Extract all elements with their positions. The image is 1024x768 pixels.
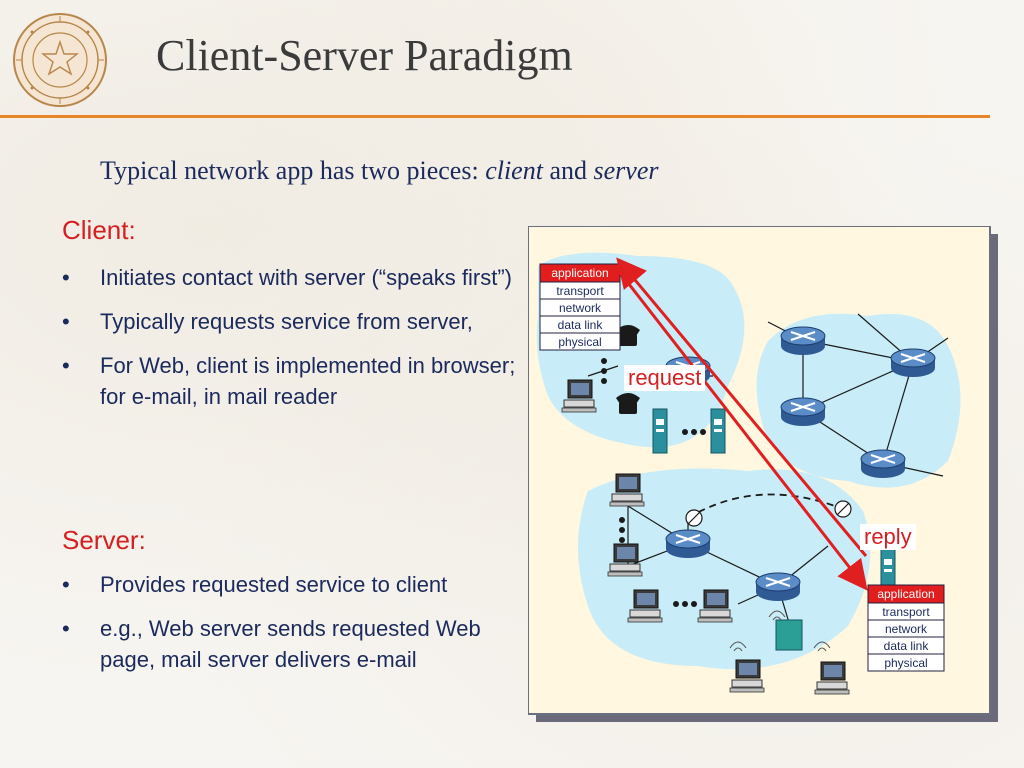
client-heading: Client: <box>62 215 136 245</box>
server-stack-layer: transport <box>882 605 930 619</box>
server-bullet-list: Provides requested service to client e.g… <box>62 569 532 688</box>
request-label: request <box>624 365 706 391</box>
network-diagram: application transport network data link … <box>528 226 998 722</box>
request-arrow <box>616 269 868 591</box>
client-stack-layer: physical <box>558 335 601 349</box>
client-stack-layer: network <box>559 301 602 315</box>
server-protocol-stack: application transport network data link … <box>867 584 945 672</box>
server-stack-layer: physical <box>884 656 927 670</box>
server-stack-layer: application <box>877 587 934 601</box>
reply-arrow <box>616 257 868 557</box>
server-stack-layer: data link <box>884 639 930 653</box>
client-bullet: Initiates contact with server (“speaks f… <box>62 262 532 293</box>
subtitle-client-word: client <box>485 156 543 185</box>
client-stack-layer: application <box>551 266 608 280</box>
subtitle: Typical network app has two pieces: clie… <box>100 156 658 186</box>
server-bullet: Provides requested service to client <box>62 569 532 600</box>
client-bullet: Typically requests service from server, <box>62 306 532 337</box>
subtitle-lead: Typical network app has two pieces: <box>100 156 486 185</box>
client-protocol-stack: application transport network data link … <box>539 263 621 351</box>
university-seal-icon <box>13 13 107 107</box>
client-stack-layer: transport <box>556 284 604 298</box>
subtitle-server-word: server <box>593 156 659 185</box>
reply-label: reply <box>860 524 916 550</box>
server-stack-layer: network <box>885 622 928 636</box>
server-heading: Server: <box>62 525 146 555</box>
server-bullet: e.g., Web server sends requested Web pag… <box>62 613 532 675</box>
subtitle-and: and <box>542 156 594 185</box>
title-divider <box>0 115 990 118</box>
client-bullet-list: Initiates contact with server (“speaks f… <box>62 262 532 425</box>
page-title: Client-Server Paradigm <box>156 31 573 80</box>
client-bullet: For Web, client is implemented in browse… <box>62 350 532 412</box>
client-stack-layer: data link <box>558 318 604 332</box>
